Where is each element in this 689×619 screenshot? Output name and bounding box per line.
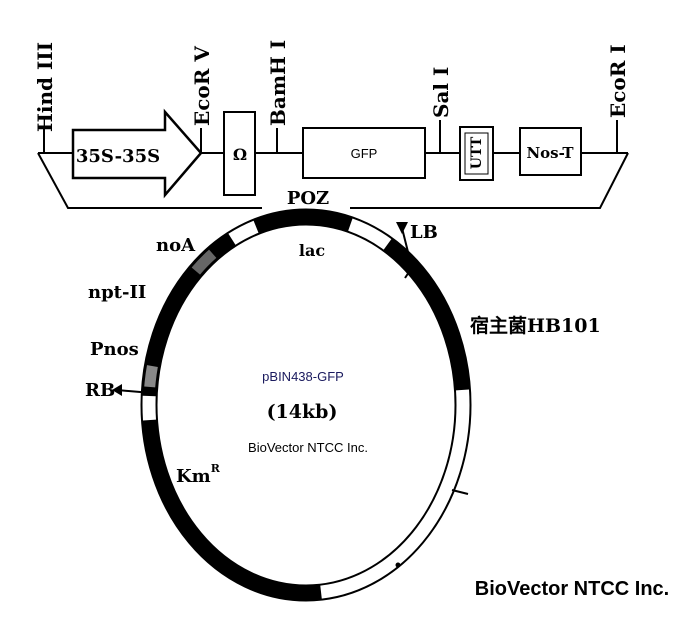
restriction-sites [43,120,618,153]
pnos-label: Pnos [90,339,139,360]
watermark-text: BioVector NTCC Inc. [475,578,669,600]
site-bamh-i: BamH I [266,40,290,126]
site-hind-iii: Hind III [33,42,57,132]
promoter-label: 35S-35S [76,146,160,167]
plasmid-credit: BioVector NTCC Inc. [248,440,368,455]
plasmid-ring [140,208,472,602]
nos-t-box [519,127,582,176]
noa-label: noA [156,235,196,256]
rb-label: RB [85,380,115,401]
npt-ii-label: npt-II [88,282,146,303]
rb-marker-icon [112,384,122,396]
gfp-label: GFP [351,146,378,161]
utt-label: UTT [469,136,485,169]
segment-right-white [142,210,470,600]
site-ecor-i: EcoR I [606,44,630,118]
gfp-box [302,127,426,179]
plasmid-name: pBIN438-GFP [262,369,344,384]
segment-rb-white [142,210,470,600]
plasmid-size: (14kb) [267,401,338,423]
site-sal-i: Sal I [429,67,453,118]
host-label: 宿主菌HB101 [470,314,601,337]
lb-label: LB [410,222,438,243]
lac-label: lac [299,241,325,260]
promoter-arrow [71,108,203,199]
nos-t-label: Nos-T [526,144,574,162]
site-ecor-v: EcoR V [190,46,214,126]
omega-box [223,111,256,196]
omega-label: Ω [233,145,247,164]
poz-label: POZ [287,188,329,209]
km-label: KmR [176,462,221,487]
lb-marker-icon [396,222,408,234]
